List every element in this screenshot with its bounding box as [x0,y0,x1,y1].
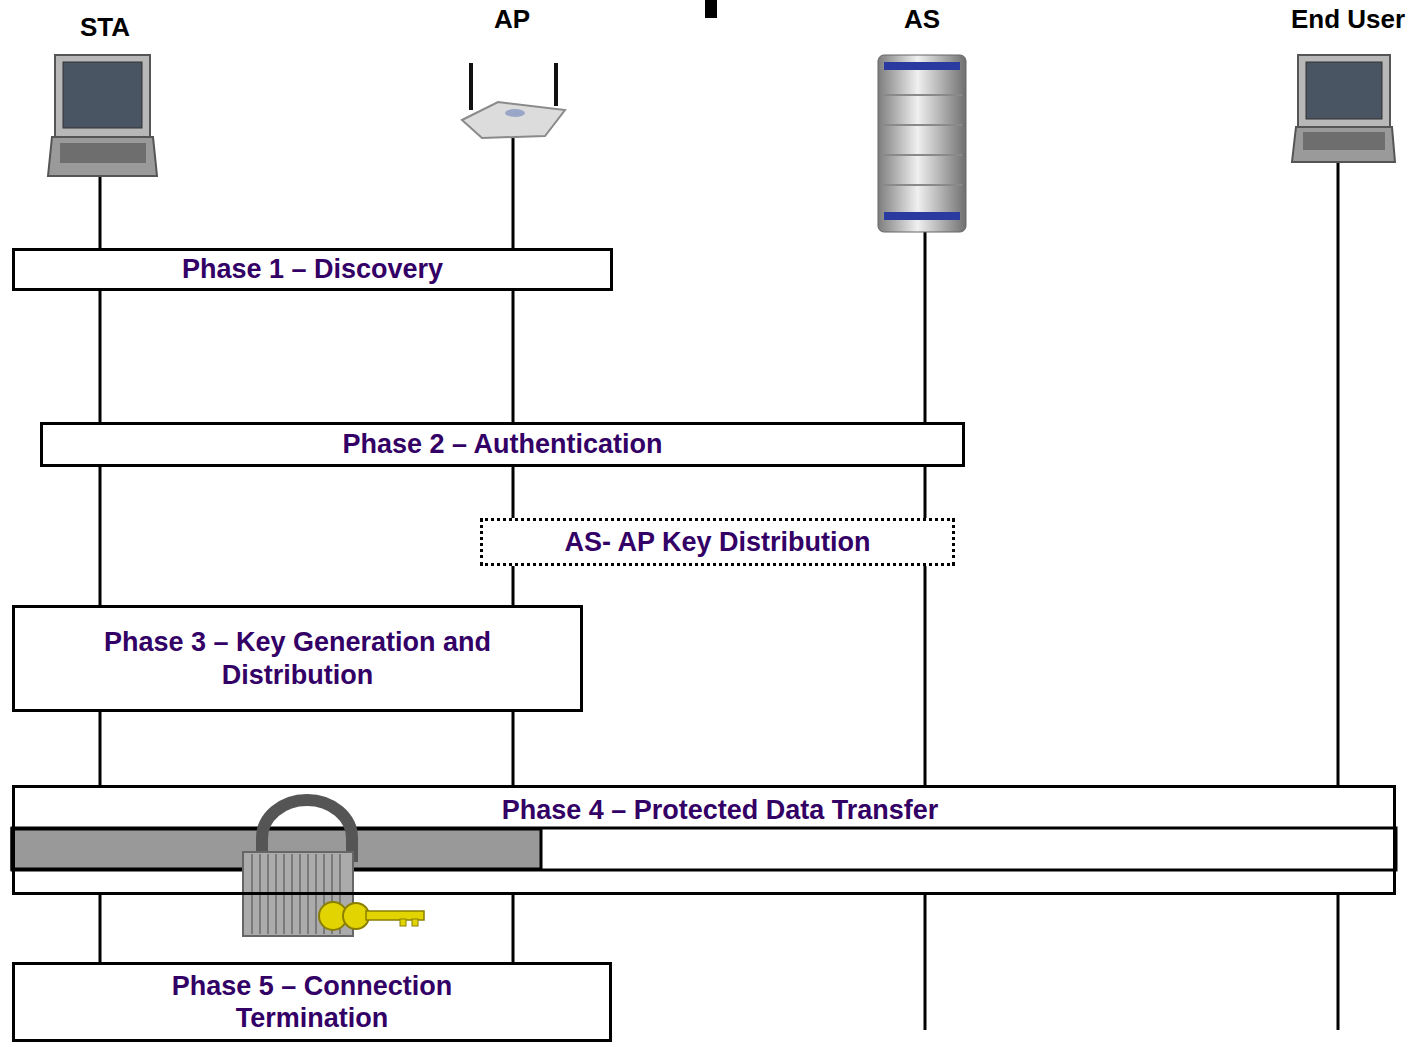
router-antenna [469,63,473,110]
entity-label: AS [904,4,940,35]
server-stripe [884,212,960,220]
router-body [462,102,565,138]
laptop-keyboard [60,143,146,163]
laptop-base [48,137,157,176]
laptop-icon [48,55,157,176]
entity-label: End User [1291,4,1405,35]
phase-title: Phase 2 – Authentication [342,428,662,460]
phase-box: Phase 2 – Authentication [40,422,965,467]
key-bow [343,903,369,929]
top-mark [705,0,717,18]
router-logo [505,109,525,117]
server-bay [882,154,962,156]
router-antenna [554,63,558,106]
key-tooth [400,919,406,926]
phase-title: Phase 1 – Discovery [182,253,443,285]
phase-title: AS- AP Key Distribution [564,526,870,558]
phase-box: Phase 5 – Connection Termination [12,962,612,1042]
laptop-icon [1292,55,1395,162]
server-icon [878,55,966,232]
server-bay [882,184,962,186]
phase-box: Phase 1 – Discovery [12,248,613,291]
server-bay [882,124,962,126]
entity-label: STA [80,12,130,43]
laptop-screen [63,62,142,128]
laptop-lid [55,55,150,137]
server-bay [882,94,962,96]
user-lifeline [1337,162,1340,1030]
phase-title: Phase 5 – Connection Termination [117,970,507,1035]
phase-band: Phase 4 – Protected Data Transfer [12,785,1396,895]
laptop-keyboard [1303,132,1385,150]
key-tooth [412,919,418,926]
laptop-screen [1306,62,1382,119]
laptop-base [1292,127,1395,162]
router-icon [462,63,565,138]
phase-title: Phase 4 – Protected Data Transfer [502,794,939,826]
phase-box: AS- AP Key Distribution [480,518,955,566]
tunnel-strip [12,828,1396,870]
server-stripe [884,62,960,70]
server-body [878,55,966,232]
padlock-icon [243,800,424,936]
phase-box: Phase 3 – Key Generation and Distributio… [12,605,583,712]
laptop-lid [1298,55,1390,127]
entity-label: AP [494,4,530,35]
phase-title: Phase 3 – Key Generation and Distributio… [48,626,548,691]
band-ground [12,785,1396,895]
as-lifeline [924,230,927,1030]
